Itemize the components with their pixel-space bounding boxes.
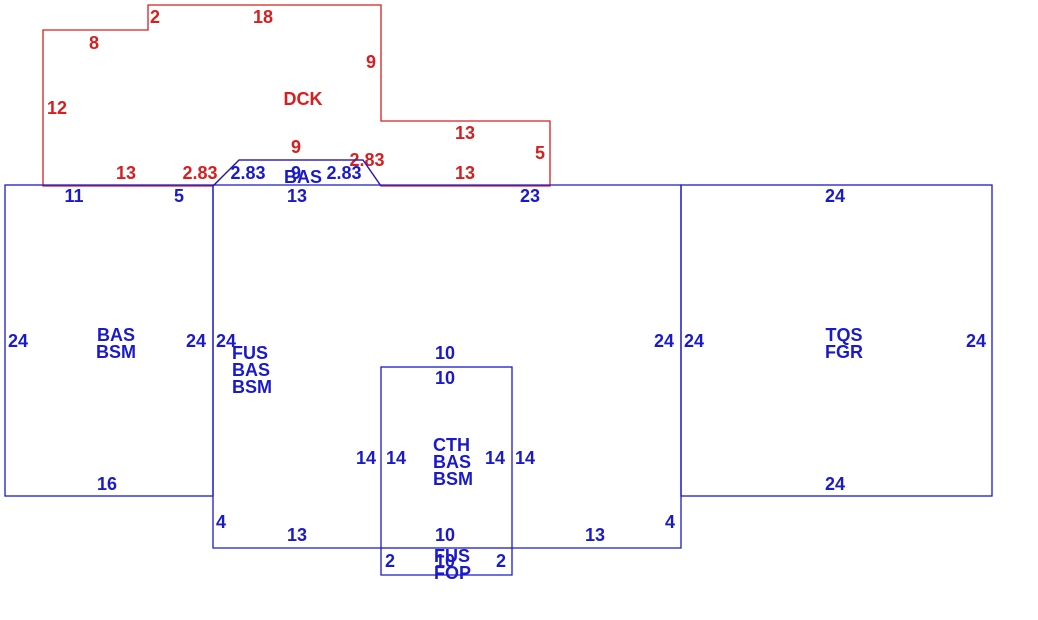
deck-dim-bottom-right: 13 (455, 163, 475, 183)
left-wing-dim-bottom: 16 (97, 474, 117, 494)
porch-dim-left: 2 (385, 551, 395, 571)
bay-dim-left: 2.83 (230, 163, 265, 183)
bump-out-outline (380, 366, 513, 549)
bump-out-area: CTH BAS BSM 10 10 14 14 14 14 10 (356, 343, 535, 549)
left-wing-area: BAS BSM 11 5 24 24 16 (4, 184, 214, 497)
deck-label: DCK (284, 89, 323, 109)
garage-dim-right: 24 (966, 331, 986, 351)
center-dim-bottom-left: 13 (287, 525, 307, 545)
bump-out-label-3: BSM (433, 469, 473, 489)
center-dim-bottom-right-short: 4 (665, 512, 675, 532)
deck-dim-left: 12 (47, 98, 67, 118)
porch-label-1: FUS (434, 546, 470, 566)
deck-dim-right-lower: 5 (535, 143, 545, 163)
center-label-2: BAS (232, 360, 270, 380)
deck-dim-top: 18 (253, 7, 273, 27)
bay-outline (212, 159, 382, 187)
bay-area: BAS 2.83 9 2.83 (212, 159, 382, 187)
left-wing-dim-top-a: 11 (64, 186, 83, 206)
deck-dim-right-step-top: 13 (455, 123, 475, 143)
bay-label: BAS (284, 167, 322, 187)
porch-outline (380, 548, 513, 576)
garage-dim-left: 24 (684, 331, 704, 351)
deck-dim-top-middle: 9 (291, 137, 301, 157)
center-dim-top-a: 13 (287, 186, 307, 206)
bay-dim-top: 9 (291, 163, 301, 183)
deck-dim-bottom-left: 13 (116, 163, 136, 183)
left-wing-dim-left: 24 (8, 331, 28, 351)
garage-label-2: FGR (825, 342, 863, 362)
garage-label-1: TQS (825, 325, 862, 345)
bump-out-dim-top-outer: 10 (435, 343, 455, 363)
bump-out-label-2: BAS (433, 452, 471, 472)
center-area: FUS BAS BSM 13 23 24 24 4 13 13 4 (212, 184, 682, 549)
left-wing-label-2: BSM (96, 342, 136, 362)
bump-out-dim-left-inner: 14 (386, 448, 406, 468)
center-label-1: FUS (232, 343, 268, 363)
deck-dim-right-upper: 9 (366, 52, 376, 72)
porch-area: FUS FOP 2 10 2 (380, 546, 513, 583)
garage-outline (680, 184, 993, 497)
deck-dim-top-short: 2 (150, 7, 160, 27)
left-wing-dim-top-b: 5 (174, 186, 184, 206)
garage-dim-top: 24 (825, 186, 845, 206)
deck-dim-diag-left: 2.83 (182, 163, 217, 183)
left-wing-dim-right: 24 (186, 331, 206, 351)
bump-out-dim-right-outer: 14 (515, 448, 535, 468)
porch-dim-bottom: 10 (435, 551, 455, 571)
deck-dim-left-step: 8 (89, 33, 99, 53)
center-label-3: BSM (232, 377, 272, 397)
center-dim-left: 24 (216, 331, 236, 351)
bump-out-label-1: CTH (433, 435, 470, 455)
garage-dim-bottom: 24 (825, 474, 845, 494)
bump-out-dim-top-inner: 10 (435, 368, 455, 388)
bay-dim-right: 2.83 (326, 163, 361, 183)
deck-dim-diag-right: 2.83 (349, 150, 384, 170)
garage-area: TQS FGR 24 24 24 24 (680, 184, 993, 497)
bump-out-dim-right-inner: 14 (485, 448, 505, 468)
center-dim-top-b: 23 (520, 186, 540, 206)
porch-dim-right: 2 (496, 551, 506, 571)
bump-out-dim-left-outer: 14 (356, 448, 376, 468)
porch-label-2: FOP (434, 563, 471, 583)
center-dim-right: 24 (654, 331, 674, 351)
deck-area: DCK 2 18 8 12 9 13 5 13 13 2.83 2.83 9 (42, 4, 551, 187)
bump-out-dim-bottom: 10 (435, 525, 455, 545)
center-dim-bottom-left-short: 4 (216, 512, 226, 532)
center-dim-bottom-right: 13 (585, 525, 605, 545)
left-wing-label-1: BAS (97, 325, 135, 345)
